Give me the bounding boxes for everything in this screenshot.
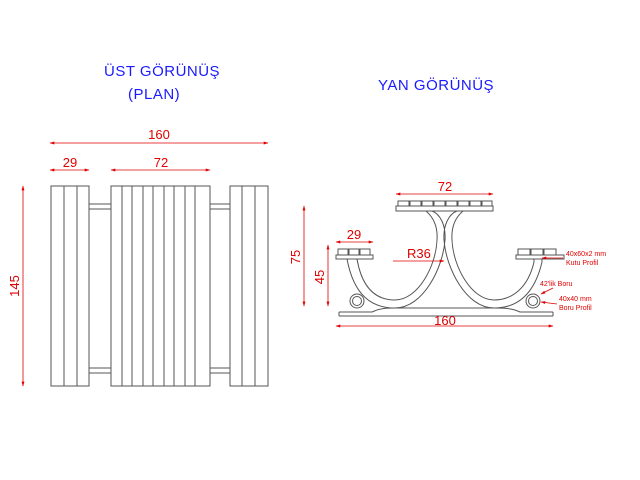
left-bench-slats: [50, 185, 90, 387]
table-top-profile: [395, 205, 494, 212]
side-overall-width-label: 160: [434, 313, 456, 328]
frame-rail-top-left: [87, 203, 113, 210]
side-table-height-label: 75: [288, 250, 303, 264]
table-top-slats: [397, 200, 493, 207]
top-bench-width-label: 29: [63, 155, 77, 170]
frame-rail-bottom-left: [87, 367, 113, 374]
right-bench-slats: [229, 185, 269, 387]
side-view-dimensions: [302, 192, 563, 328]
top-view-title: ÜST GÖRÜNÜŞ: [104, 63, 221, 80]
box-profile-note-line1: 40x60x2 mm: [566, 251, 606, 258]
top-view-dimensions: [21, 141, 269, 387]
frame-rail-bottom-right: [208, 367, 232, 374]
curved-frame: [338, 210, 554, 317]
top-length-label: 145: [7, 275, 22, 297]
right-bench-slats-side: [517, 248, 557, 256]
square-pipe-note-line2: Boru Profil: [559, 305, 592, 312]
top-view-plan: [50, 185, 269, 387]
square-pipe-note-line1: 40x40 mm: [559, 296, 592, 303]
side-view: [335, 200, 565, 260]
left-bench-profile: [335, 254, 374, 260]
side-bench-height-label: 45: [312, 270, 327, 284]
table-slats: [110, 185, 211, 387]
left-bench-slats-side: [337, 248, 371, 256]
top-table-width-label: 72: [154, 155, 168, 170]
radius-label: R36: [407, 246, 431, 261]
box-profile-note-line2: Kutu Profil: [566, 260, 599, 267]
pipe-note: 42'lik Boru: [540, 281, 573, 288]
frame-rail-top-right: [208, 203, 232, 210]
top-overall-width-label: 160: [148, 127, 170, 142]
side-bench-width-label: 29: [347, 227, 361, 242]
side-table-width-label: 72: [438, 179, 452, 194]
top-view-subtitle: (PLAN): [128, 86, 181, 103]
pipe-circles: [349, 293, 541, 309]
side-view-title: YAN GÖRÜNÜŞ: [378, 77, 495, 94]
